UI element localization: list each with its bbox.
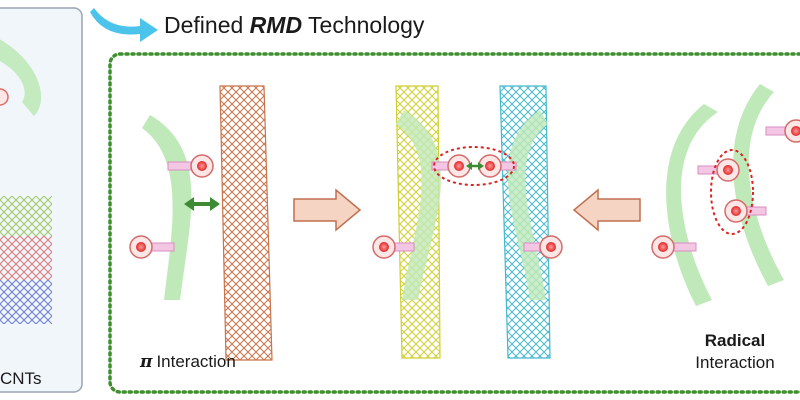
radical-pair-ring — [710, 149, 754, 235]
stage-pi-interaction — [129, 85, 273, 361]
process-arrow-left-icon — [572, 188, 641, 232]
polymer-strand — [396, 110, 441, 300]
left-polymer-strand — [0, 39, 42, 116]
polymer-strand — [507, 110, 548, 300]
left-radical-icon — [0, 88, 9, 106]
left-panel — [0, 7, 83, 393]
radical-pair-ring — [433, 146, 515, 186]
radical-core-icon — [454, 161, 464, 171]
process-arrow-right-icon — [293, 188, 362, 232]
cnt-stack — [0, 196, 52, 324]
title-suffix: Technology — [308, 12, 425, 38]
radical-core-icon — [136, 242, 146, 252]
polymer-strand — [142, 115, 192, 300]
main-panel-border — [108, 52, 800, 394]
radical-interaction-text: Interaction — [695, 353, 775, 372]
left-panel-caption: CNTs — [0, 369, 42, 388]
radical-core-icon — [791, 126, 800, 136]
stage-combined — [372, 85, 563, 359]
double-arrow-icon — [184, 197, 220, 211]
radical-core-icon — [485, 161, 495, 171]
radical-interaction-label: Radical Interaction — [680, 330, 790, 374]
radical-core-icon — [723, 165, 733, 175]
radical-title: Radical — [704, 331, 766, 350]
radical-core-icon — [731, 206, 741, 216]
radical-core-icon — [546, 242, 556, 252]
curved-arrow-icon — [90, 8, 158, 42]
radical-core-icon — [197, 161, 207, 171]
stage-radical-interaction — [651, 84, 800, 306]
polymer-strand — [733, 84, 784, 286]
title-emphasis: RMD — [249, 12, 303, 38]
pi-interaction-text: Interaction — [156, 352, 236, 371]
pi-symbol: π — [140, 352, 153, 372]
title-prefix: Defined — [164, 12, 244, 38]
polymer-strand — [666, 104, 718, 306]
carbon-nanotube-orange — [219, 85, 273, 361]
diagram-title: Defined RMD Technology — [164, 12, 424, 39]
double-arrow-icon — [466, 162, 484, 170]
radical-core-icon — [379, 242, 389, 252]
radical-core-icon — [658, 242, 668, 252]
